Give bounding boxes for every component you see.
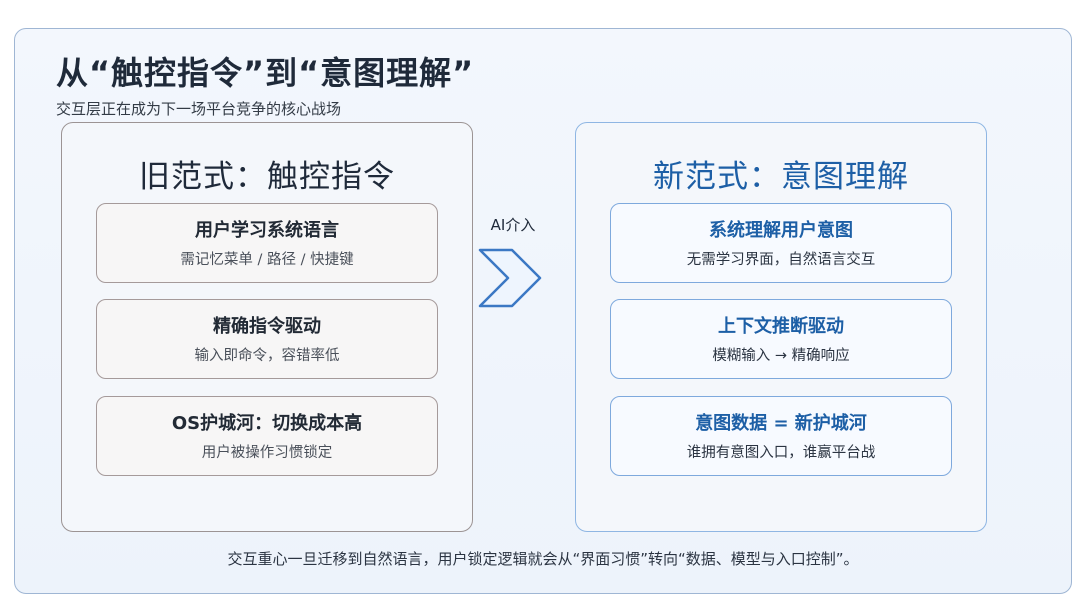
new-item-intent-data-moat: 意图数据 = 新护城河 谁拥有意图入口，谁赢平台战 xyxy=(610,396,952,476)
new-paradigm-panel: 新范式：意图理解 系统理解用户意图 无需学习界面，自然语言交互 上下文推断驱动 … xyxy=(575,122,987,532)
old-item-title: 精确指令驱动 xyxy=(213,316,321,337)
old-item-desc: 输入即命令，容错率低 xyxy=(194,348,340,364)
old-item-title: 用户学习系统语言 xyxy=(195,220,339,241)
new-item-desc: 模糊输入 → 精确响应 xyxy=(712,348,850,364)
new-item-title: 意图数据 = 新护城河 xyxy=(695,413,867,434)
footer-note: 交互重心一旦迁移到自然语言，用户锁定逻辑就会从“界面习惯”转向“数据、模型与入口… xyxy=(227,550,859,568)
new-item-understand-intent: 系统理解用户意图 无需学习界面，自然语言交互 xyxy=(610,203,952,283)
new-item-context-inference: 上下文推断驱动 模糊输入 → 精确响应 xyxy=(610,299,952,379)
old-paradigm-panel: 旧范式：触控指令 用户学习系统语言 需记忆菜单 / 路径 / 快捷键 精确指令驱… xyxy=(61,122,473,532)
old-item-learn-system-language: 用户学习系统语言 需记忆菜单 / 路径 / 快捷键 xyxy=(96,203,438,283)
new-paradigm-title: 新范式：意图理解 xyxy=(653,159,909,195)
new-item-desc: 谁拥有意图入口，谁赢平台战 xyxy=(686,445,876,461)
new-item-desc: 无需学习界面，自然语言交互 xyxy=(686,252,876,268)
old-item-desc: 需记忆菜单 / 路径 / 快捷键 xyxy=(180,252,354,268)
old-item-os-moat: OS护城河：切换成本高 用户被操作习惯锁定 xyxy=(96,396,438,476)
page-title: 从“触控指令”到“意图理解” xyxy=(56,54,475,92)
page-subtitle: 交互层正在成为下一场平台竞争的核心战场 xyxy=(56,100,342,118)
old-item-desc: 用户被操作习惯锁定 xyxy=(201,445,333,461)
new-item-title: 系统理解用户意图 xyxy=(709,220,853,241)
old-paradigm-title: 旧范式：触控指令 xyxy=(139,159,395,195)
new-item-title: 上下文推断驱动 xyxy=(718,316,844,337)
chevron-right-icon xyxy=(478,248,542,308)
ai-intervention-label: AI介入 xyxy=(490,216,536,234)
old-item-precise-commands: 精确指令驱动 输入即命令，容错率低 xyxy=(96,299,438,379)
old-item-title: OS护城河：切换成本高 xyxy=(171,413,363,434)
